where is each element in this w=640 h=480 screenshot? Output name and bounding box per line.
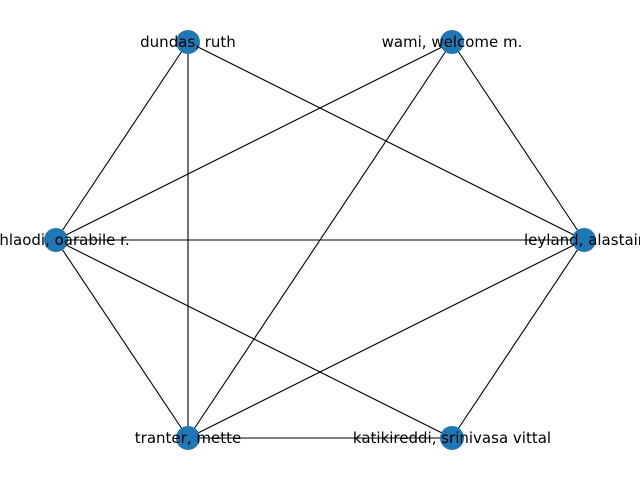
labels-layer: dundas, ruth wami, welcome m. sehlaodi, oa… [0,33,640,447]
node-katikireddi [440,426,464,450]
nodes-layer [44,30,596,450]
node-label-leyland: leyland, alastair [524,231,640,249]
node-sehlaodi [44,228,68,252]
edge-leyland-katikireddi [451,239,585,439]
edges-layer [55,41,585,439]
edge-tranter-leyland [187,239,585,439]
node-label-katikireddi: katikireddi, srinivasa vittal [353,429,551,447]
edge-sehlaodi-katikireddi [55,239,453,439]
node-dundas [176,30,200,54]
edge-sehlaodi-tranter [55,239,189,439]
node-label-wami: wami, welcome m. [382,33,523,51]
node-label-dundas: dundas, ruth [140,33,236,51]
edge-wami-leyland [451,41,585,241]
node-label-sehlaodi: sehlaodi, oarabile r. [0,231,130,249]
node-tranter [176,426,200,450]
node-leyland [572,228,596,252]
edge-dundas-sehlaodi [55,41,189,241]
edge-wami-sehlaodi [55,41,453,241]
node-label-tranter: tranter, mette [135,429,241,447]
node-wami [440,30,464,54]
